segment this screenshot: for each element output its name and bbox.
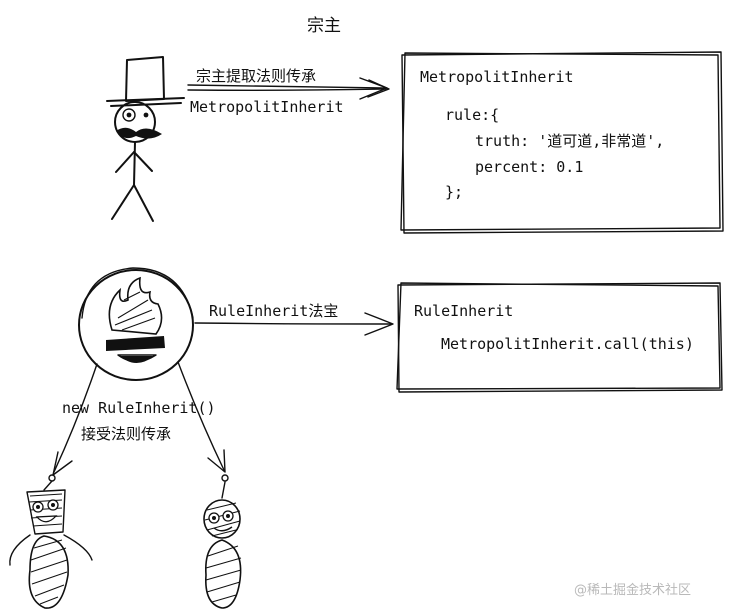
metropolit-rule-close: }; xyxy=(445,183,463,201)
rule-box-call: MetropolitInherit.call(this) xyxy=(441,335,694,353)
top-hat-figure-icon xyxy=(106,56,185,222)
child-arrows-label-new: new RuleInherit() xyxy=(62,399,216,417)
metropolit-rule-truth: truth: '道可道,非常道', xyxy=(475,132,664,150)
metropolit-box-title: MetropolitInherit xyxy=(420,68,574,86)
rule-inherit-arrow xyxy=(194,312,394,336)
metropolit-inherit-box xyxy=(400,51,724,234)
top-arrow-label-name: MetropolitInherit xyxy=(190,98,344,116)
square-head-figure-icon xyxy=(9,480,93,609)
watermark-text: @稀土掘金技术社区 xyxy=(574,582,691,598)
child-arrows-label-cn: 接受法则传承 xyxy=(81,425,171,443)
rule-inherit-box xyxy=(396,282,723,393)
rule-box-title: RuleInherit xyxy=(414,302,513,320)
metropolit-rule-open: rule:{ xyxy=(445,106,499,124)
top-arrow-label-cn: 宗主提取法则传承 xyxy=(196,67,316,85)
round-head-figure-icon xyxy=(203,481,242,609)
child-arrows xyxy=(48,361,229,482)
metropolit-rule-percent: percent: 0.1 xyxy=(475,158,583,176)
rule-arrow-label: RuleInherit法宝 xyxy=(209,302,338,320)
inherit-arrow-top xyxy=(187,77,390,100)
campfire-circle-icon xyxy=(78,267,194,381)
diagram-title: 宗主 xyxy=(307,16,341,36)
